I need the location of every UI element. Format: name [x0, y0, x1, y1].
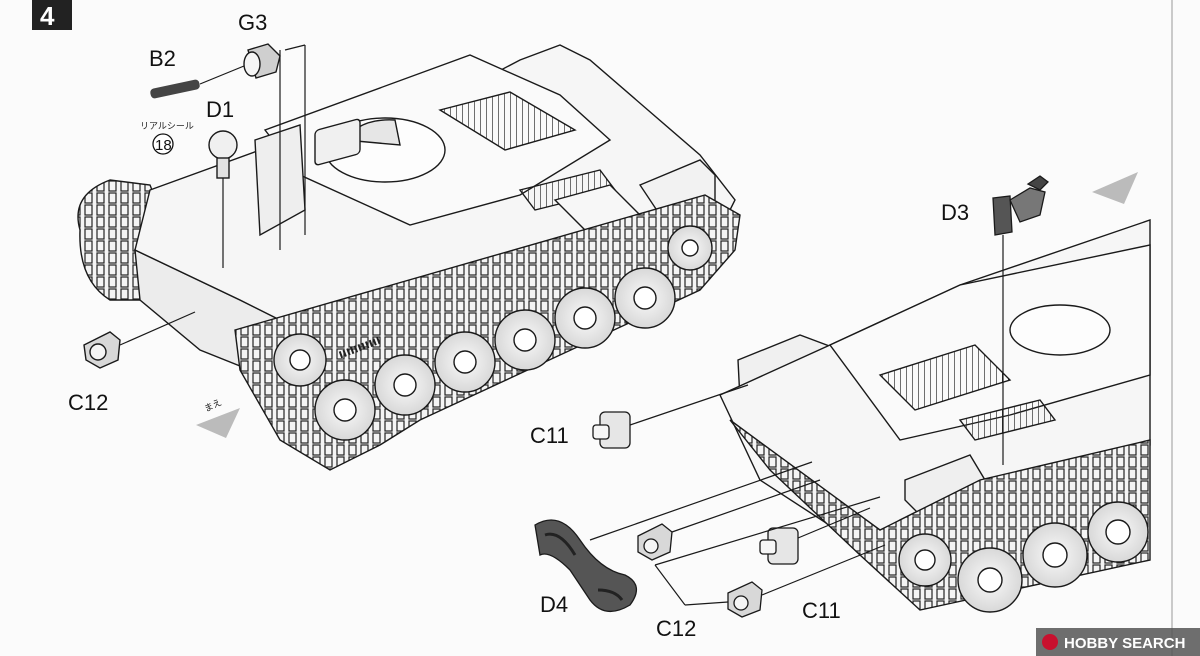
right-vehicle — [719, 219, 1151, 613]
part-labels: B2 G3 D1 C12 C11 D3 D4 C12 C11 — [68, 10, 969, 641]
part-b2-exhaust — [150, 79, 200, 99]
part-c12-bottom-a — [637, 523, 673, 561]
label-b2: B2 — [149, 46, 176, 71]
label-c12-left: C12 — [68, 390, 108, 415]
decal-caption: リアルシール — [140, 122, 194, 132]
label-c12-bottom: C12 — [656, 616, 696, 641]
watermark-logo-icon — [1042, 634, 1058, 650]
front-direction-marker-left: まえ — [196, 397, 240, 438]
label-g3: G3 — [238, 10, 267, 35]
label-c11-top: C11 — [530, 423, 569, 448]
left-vehicle — [77, 44, 741, 471]
watermark-text: HOBBY SEARCH — [1064, 635, 1185, 652]
watermark: HOBBY SEARCH — [1036, 628, 1200, 656]
front-direction-marker-right — [1092, 172, 1138, 204]
step-number: 4 — [40, 1, 55, 31]
step-badge: 4 — [32, 0, 72, 31]
part-d4-tow-cable — [534, 519, 637, 612]
label-d3: D3 — [941, 200, 969, 225]
part-d1-headlight — [208, 130, 238, 179]
leader-lines-right — [589, 235, 1004, 606]
leader-lines-left — [119, 44, 306, 346]
decal-callout: リアルシール 18 — [140, 122, 194, 155]
part-d3-bracket — [992, 175, 1049, 236]
label-c11-bottom: C11 — [802, 598, 841, 623]
part-c11-top — [592, 411, 631, 449]
label-d4: D4 — [540, 592, 568, 617]
front-marker-text: まえ — [203, 397, 224, 415]
part-c12-left — [83, 331, 121, 369]
part-c12-bottom-b — [727, 581, 763, 618]
part-c11-bottom — [759, 527, 799, 565]
label-d1: D1 — [206, 97, 234, 122]
part-g3-light — [243, 43, 281, 79]
decal-number: 18 — [155, 137, 172, 154]
